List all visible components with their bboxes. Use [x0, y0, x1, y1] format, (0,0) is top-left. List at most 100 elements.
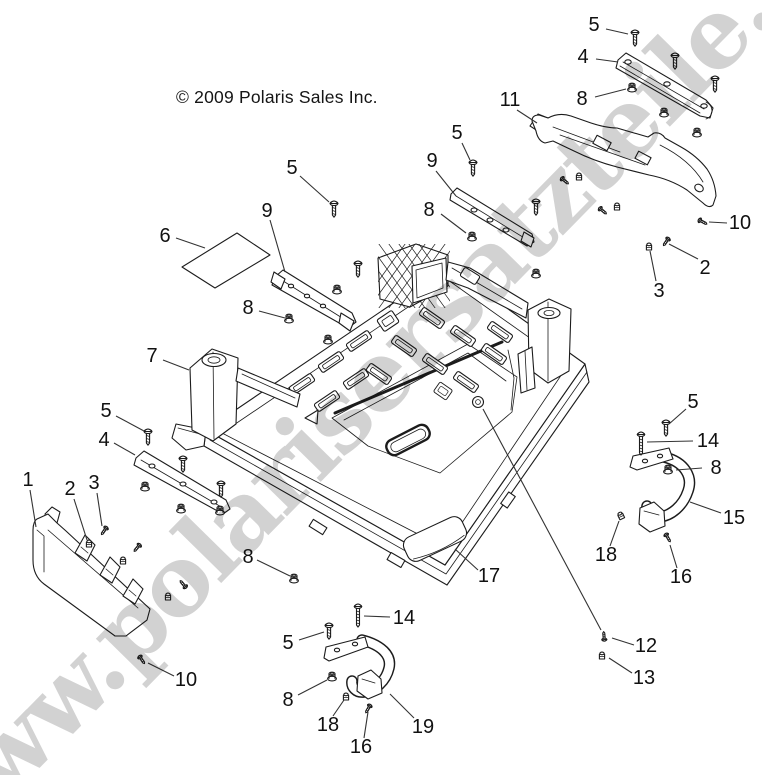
callout-2: 2 — [699, 257, 710, 279]
callout-8: 8 — [242, 546, 253, 568]
part-19-hook — [323, 634, 396, 700]
mount-hole — [471, 395, 485, 409]
clip-icon — [645, 242, 653, 251]
skirt-tab — [308, 518, 328, 536]
small-bolt-icon — [558, 175, 571, 187]
leader-line-15 — [689, 501, 722, 514]
callout-10: 10 — [729, 212, 751, 234]
callout-16: 16 — [350, 736, 372, 758]
leader-line-1 — [29, 489, 37, 528]
callout-12: 12 — [635, 635, 657, 657]
callout-8: 8 — [282, 689, 293, 711]
part-4-rail-left — [133, 450, 231, 515]
clip-icon — [613, 202, 621, 211]
clip-icon — [342, 692, 350, 701]
leader-lines-layer — [29, 28, 728, 739]
nut-icon — [140, 481, 150, 492]
nut-icon — [323, 334, 333, 345]
leader-line-5 — [461, 142, 471, 161]
callout-9: 9 — [426, 150, 437, 172]
part-9-rail-left — [270, 269, 357, 332]
nut-icon — [627, 82, 637, 93]
leader-line-8 — [594, 88, 627, 98]
small-bolt-icon — [177, 578, 189, 591]
small-bolt-icon — [696, 216, 709, 227]
leader-line-9 — [269, 219, 286, 273]
leader-line-8 — [256, 559, 291, 577]
nut-icon — [215, 505, 225, 516]
leader-line-10 — [708, 221, 728, 224]
leader-line-5 — [298, 631, 325, 641]
callout-5: 5 — [588, 14, 599, 36]
leader-line-8 — [297, 679, 328, 696]
leader-line-12 — [611, 637, 635, 646]
leader-line-8 — [675, 467, 703, 471]
callout-10: 10 — [175, 669, 197, 691]
callout-8: 8 — [242, 297, 253, 319]
callout-16: 16 — [670, 566, 692, 588]
callout-4: 4 — [98, 429, 109, 451]
nut-icon — [332, 284, 342, 295]
callout-3: 3 — [88, 472, 99, 494]
left-corner-tower — [189, 348, 239, 442]
nut-icon — [327, 671, 337, 682]
leader-line-19 — [389, 693, 415, 719]
screw-icon — [661, 419, 671, 437]
box-deck — [205, 265, 586, 566]
clip-icon — [119, 556, 127, 565]
callout-18: 18 — [317, 714, 339, 736]
nut-icon — [467, 231, 477, 242]
skirt-tab — [386, 551, 406, 569]
small-bolt-icon — [136, 653, 148, 666]
leader-line-4 — [113, 442, 136, 456]
leader-line-4 — [595, 58, 619, 63]
callout-14: 14 — [393, 607, 415, 629]
callout-11: 11 — [500, 89, 521, 111]
leader-line-9 — [435, 170, 457, 197]
screw-icon — [324, 622, 334, 640]
right-corner-tower — [527, 298, 572, 384]
small-bolt-icon — [662, 531, 673, 544]
leader-line-8 — [440, 213, 467, 234]
small-bolt-icon — [131, 541, 143, 554]
callout-8: 8 — [423, 199, 434, 221]
leader-line-18 — [332, 699, 345, 717]
callout-14: 14 — [697, 430, 719, 452]
small-bolt-icon — [600, 630, 608, 642]
side-bracket — [517, 346, 536, 394]
clip-icon — [85, 539, 93, 548]
callout-5: 5 — [687, 391, 698, 413]
part-7-box-bottom — [171, 243, 590, 586]
screw-icon — [143, 428, 153, 446]
nut-icon — [284, 313, 294, 324]
leader-line-18 — [609, 520, 620, 547]
mesh-tower — [377, 243, 450, 308]
nut-icon — [659, 107, 669, 118]
callout-15: 15 — [723, 507, 745, 529]
nut-icon — [663, 464, 673, 475]
clip-icon — [616, 510, 626, 521]
leader-line-11 — [516, 109, 538, 124]
part-11-support-brace — [529, 113, 717, 208]
part-4-rail-right — [615, 52, 714, 120]
callout-5: 5 — [451, 122, 462, 144]
callout-17: 17 — [478, 565, 500, 587]
leader-line-5 — [605, 28, 629, 35]
screw-icon — [630, 29, 640, 47]
leader-line-17 — [454, 548, 479, 571]
leader-line-2 — [73, 498, 88, 541]
leader-line-2 — [668, 243, 699, 260]
callout-8: 8 — [710, 457, 721, 479]
callout-5: 5 — [282, 632, 293, 654]
screw-icon — [468, 159, 478, 177]
screw-icon — [670, 52, 680, 70]
callout-7: 7 — [146, 345, 157, 367]
part-9-rail-top — [449, 187, 535, 248]
copyright-text: © 2009 Polaris Sales Inc. — [176, 87, 378, 107]
leader-line-3 — [96, 492, 103, 527]
callout-19: 19 — [412, 716, 434, 738]
nut-icon — [692, 127, 702, 138]
clip-icon — [575, 172, 583, 181]
